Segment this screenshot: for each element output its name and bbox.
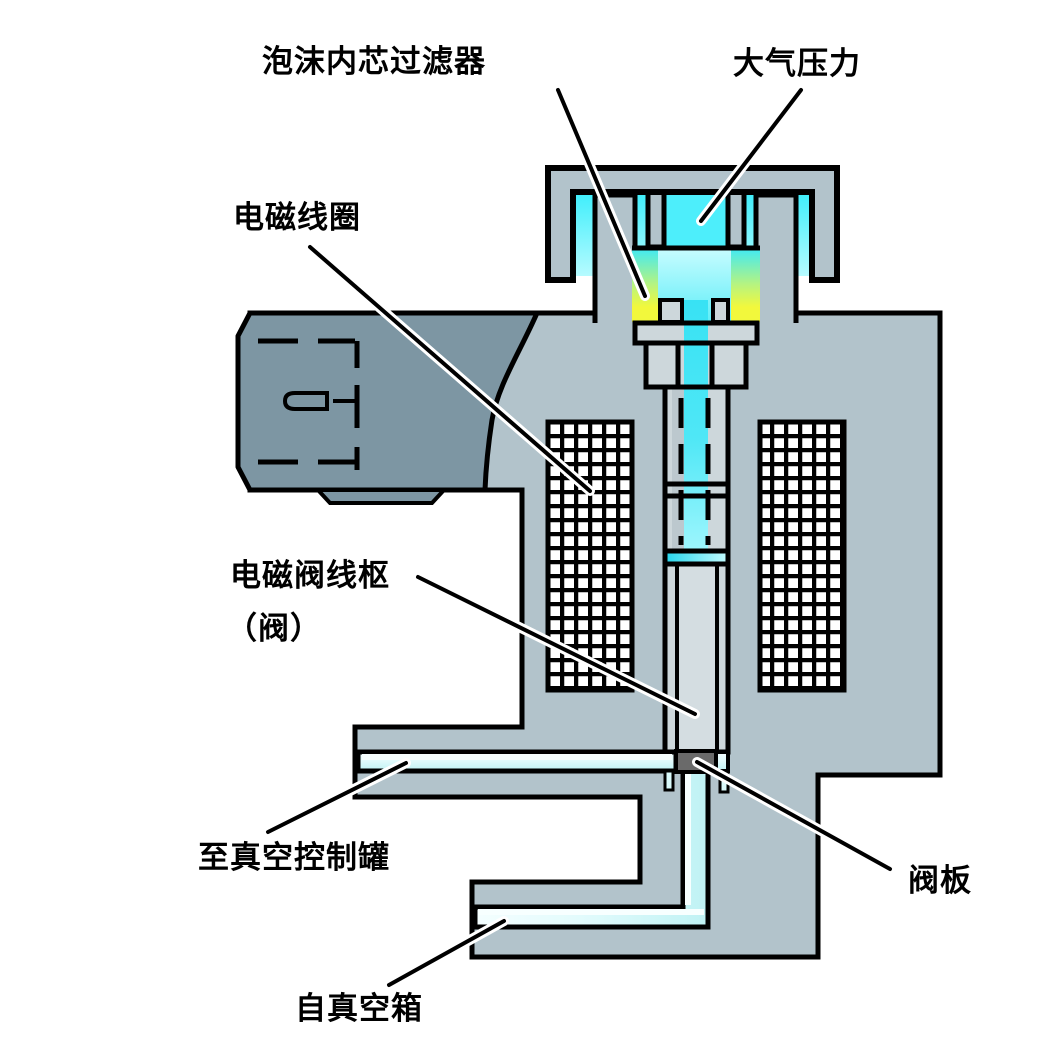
leader-solenoid-coil xyxy=(305,242,595,496)
label-valve-plate: 阀板 xyxy=(908,863,972,898)
armature xyxy=(632,300,760,755)
leader-lines xyxy=(263,85,895,990)
label-armature-line1: 电磁阀线枢 xyxy=(230,558,390,593)
leader-foam-filter xyxy=(553,85,650,301)
leader-armature xyxy=(413,572,700,719)
leader-to-tank xyxy=(263,758,411,837)
label-foam-filter: 泡沫内芯过滤器 xyxy=(262,44,486,79)
leader-atmospheric-pressure xyxy=(696,85,806,226)
solenoid-coils xyxy=(545,419,847,693)
air-stream xyxy=(684,300,708,551)
electrical-connector xyxy=(235,310,540,505)
connector-tab xyxy=(313,488,449,505)
label-solenoid-coil: 电磁线圈 xyxy=(233,200,361,235)
label-from-vacuum-box: 自真空箱 xyxy=(295,991,423,1026)
label-atmospheric-pressure: 大气压力 xyxy=(733,46,861,81)
leader-valve-plate xyxy=(692,757,895,874)
connector-hidden-lines xyxy=(258,338,360,470)
leader-from-box xyxy=(384,916,509,990)
coil-right xyxy=(757,419,847,693)
label-to-vacuum-control-tank: 至真空控制罐 xyxy=(198,840,390,875)
label-armature-line2: （阀） xyxy=(226,611,322,646)
